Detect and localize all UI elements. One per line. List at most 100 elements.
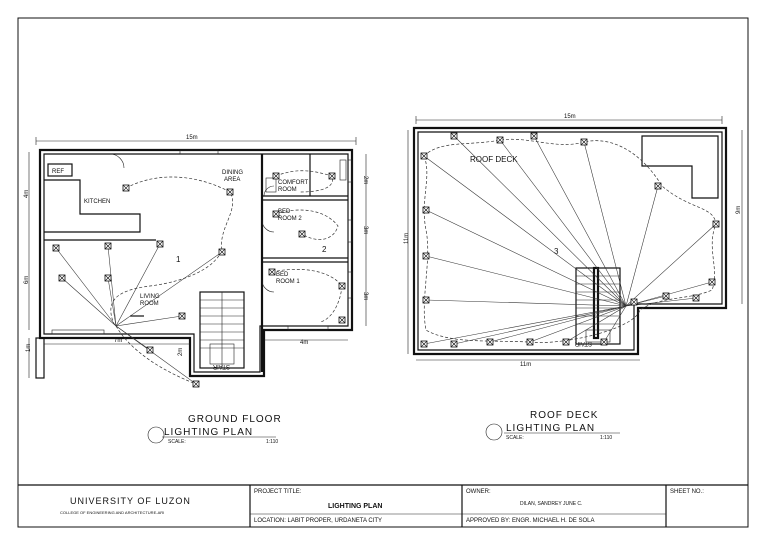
rd-title-line2: LIGHTING PLAN bbox=[506, 423, 595, 434]
light-fixture-icon bbox=[486, 338, 494, 346]
wire-line bbox=[425, 299, 627, 307]
gf-dining-line: DINING bbox=[222, 170, 243, 176]
ground-floor-plan: 15m 4m 6m 1m REF KITCHEN bbox=[24, 135, 368, 388]
light-fixture-icon bbox=[156, 240, 164, 248]
gf-title-block: GROUND FLOOR LIGHTING PLAN SCALE: 1:110 bbox=[147, 414, 282, 445]
light-fixture-icon bbox=[496, 136, 504, 144]
light-fixture-icon bbox=[104, 242, 112, 250]
rd-room-label: ROOF DECK bbox=[470, 155, 518, 164]
college-name: COLLEGE OF ENGINEERING AND ARCHITECTURE-… bbox=[60, 510, 164, 515]
rd-scale-value: 1:110 bbox=[600, 435, 612, 441]
gf-dim-top: 15m bbox=[186, 135, 198, 141]
sheet-title-block: UNIVERSITY OF LUZON COLLEGE OF ENGINEERI… bbox=[18, 484, 748, 527]
gf-title-line1: GROUND FLOOR bbox=[188, 414, 282, 425]
light-fixture-icon bbox=[178, 312, 186, 320]
gf-stair-label: STAIR bbox=[212, 363, 230, 369]
gf-dim-right-3: 3m bbox=[362, 292, 368, 300]
wire-line bbox=[533, 135, 627, 307]
gf-light-fixtures bbox=[52, 172, 346, 388]
light-fixture-icon bbox=[526, 338, 534, 346]
owner-label: OWNER: bbox=[466, 489, 491, 495]
gf-dining-line-2: AREA bbox=[224, 177, 240, 183]
rd-title-block: ROOF DECK LIGHTING PLAN SCALE: 1:110 bbox=[485, 410, 620, 441]
rd-stair-label: STAIR bbox=[574, 340, 592, 346]
project-title-label: PROJECT TITLE: bbox=[254, 489, 302, 495]
wire-line bbox=[625, 297, 697, 307]
gf-bed1-line-2: ROOM 1 bbox=[276, 279, 300, 285]
gf-ref-label: REF bbox=[52, 169, 64, 175]
light-fixture-icon bbox=[58, 274, 66, 282]
light-fixture-icon bbox=[450, 132, 458, 140]
rd-light-fixtures bbox=[420, 132, 720, 348]
light-fixture-icon bbox=[630, 298, 638, 306]
gf-kitchen-label: KITCHEN bbox=[84, 199, 110, 205]
rd-dim-bottom: 11m bbox=[520, 362, 531, 368]
light-fixture-icon bbox=[580, 138, 588, 146]
gf-dim-bottom-left: 7m bbox=[114, 338, 122, 344]
gf-comfort-line: COMFORT bbox=[278, 180, 309, 186]
wire-line bbox=[425, 209, 627, 307]
rd-circuit-3: 3 bbox=[554, 247, 559, 256]
gf-dim-bottom-right: 4m bbox=[300, 340, 308, 346]
gf-dim-left-upper: 4m bbox=[24, 190, 30, 198]
light-fixture-icon bbox=[530, 132, 538, 140]
light-fixture-icon bbox=[122, 184, 130, 192]
gf-scale-value: 1:110 bbox=[266, 439, 278, 445]
light-fixture-icon bbox=[146, 346, 154, 354]
light-fixture-icon bbox=[338, 316, 346, 324]
gf-living-line-2: ROOM bbox=[140, 301, 159, 307]
light-fixture-icon bbox=[422, 296, 430, 304]
gf-title-line2: LIGHTING PLAN bbox=[164, 427, 253, 438]
light-fixture-icon bbox=[298, 230, 306, 238]
light-fixture-icon bbox=[422, 206, 430, 214]
wire-line bbox=[425, 255, 627, 307]
light-fixture-icon bbox=[272, 210, 280, 218]
rd-title-line1: ROOF DECK bbox=[530, 410, 598, 421]
light-fixture-icon bbox=[192, 380, 200, 388]
light-fixture-icon bbox=[226, 188, 234, 196]
light-fixture-icon bbox=[600, 338, 608, 346]
gf-scale-label: SCALE: bbox=[168, 439, 186, 445]
wire-line bbox=[583, 141, 627, 307]
gf-dim-right-1: 2m bbox=[362, 176, 368, 184]
light-fixture-icon bbox=[420, 340, 428, 348]
gf-bed2-line-2: ROOM 2 bbox=[278, 216, 302, 222]
gf-comfort-line-2: ROOM bbox=[278, 187, 297, 193]
gf-living-line: LIVING bbox=[140, 294, 160, 300]
light-fixture-icon bbox=[708, 278, 716, 286]
light-fixture-icon bbox=[328, 172, 336, 180]
light-fixture-icon bbox=[218, 248, 226, 256]
light-fixture-icon bbox=[562, 338, 570, 346]
wire-line bbox=[489, 305, 627, 343]
sheet-no-label: SHEET NO.: bbox=[670, 489, 704, 495]
gf-dim-small: 1m bbox=[26, 344, 32, 352]
wire-line bbox=[423, 305, 627, 345]
gf-bed2-line: BED bbox=[278, 209, 291, 215]
approved-by: APPROVED BY: ENGR. MICHAEL H. DE SOLA bbox=[466, 518, 594, 524]
rd-dim-left: 11m bbox=[404, 233, 410, 244]
rd-wires bbox=[423, 135, 717, 345]
wire-line bbox=[453, 135, 627, 307]
school-name: UNIVERSITY OF LUZON bbox=[70, 496, 191, 506]
light-fixture-icon bbox=[422, 252, 430, 260]
rd-scale-label: SCALE: bbox=[506, 435, 524, 441]
project-title: LIGHTING PLAN bbox=[328, 503, 382, 510]
light-fixture-icon bbox=[268, 268, 276, 276]
light-fixture-icon bbox=[338, 282, 346, 290]
wire-line bbox=[423, 155, 627, 307]
gf-dim-right-2: 3m bbox=[362, 226, 368, 234]
gf-circuit-2: 2 bbox=[322, 245, 327, 254]
wire-line bbox=[625, 223, 717, 307]
light-fixture-icon bbox=[420, 152, 428, 160]
light-fixture-icon bbox=[52, 244, 60, 252]
light-fixture-icon bbox=[692, 294, 700, 302]
gf-bed1-line: BED bbox=[276, 272, 289, 278]
sheet-border bbox=[17, 17, 749, 528]
wire-line bbox=[565, 305, 627, 343]
rd-dim-top: 15m bbox=[564, 114, 576, 120]
